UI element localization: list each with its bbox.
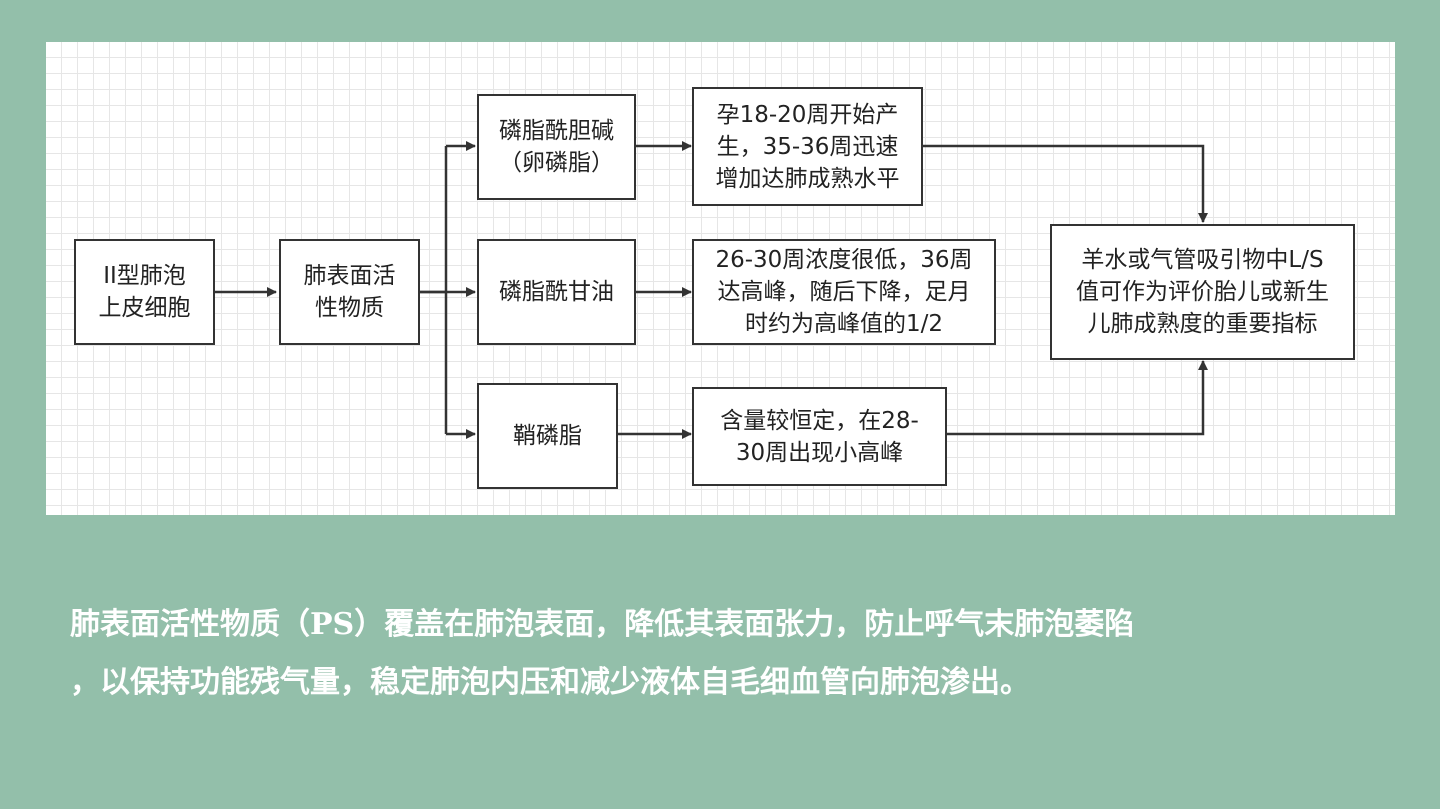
arrow-lecithin-desc-to-ratio <box>921 144 1208 223</box>
node-lecithin-description: 孕18-20周开始产 生，35-36周迅速 增加达肺成熟水平 <box>692 87 923 206</box>
node-type2-alveolar-cells-label: II型肺泡 上皮细胞 <box>98 263 191 321</box>
node-pg-description-label: 26-30周浓度很低，36周 达高峰，随后下降，足月 时约为高峰值的1/2 <box>715 247 973 337</box>
arrow-sph-desc-to-ratio <box>945 360 1208 436</box>
node-lecithin: 磷脂酰胆碱 （卵磷脂） <box>477 94 636 200</box>
node-phosphatidylglycerol-label: 磷脂酰甘油 <box>499 279 614 305</box>
node-pg-description: 26-30周浓度很低，36周 达高峰，随后下降，足月 时约为高峰值的1/2 <box>692 239 996 345</box>
flowchart-panel: II型肺泡 上皮细胞 肺表面活 性物质 磷脂酰胆碱 （卵磷脂） 磷脂酰甘油 鞘磷… <box>46 42 1395 515</box>
node-surfactant: 肺表面活 性物质 <box>279 239 420 345</box>
node-ls-ratio: 羊水或气管吸引物中L/S 值可作为评价胎儿或新生 儿肺成熟度的重要指标 <box>1050 224 1355 360</box>
node-sphingomyelin: 鞘磷脂 <box>477 383 618 489</box>
node-sphingomyelin-description: 含量较恒定，在28- 30周出现小高峰 <box>692 387 947 486</box>
node-lecithin-description-label: 孕18-20周开始产 生，35-36周迅速 增加达肺成熟水平 <box>715 101 900 192</box>
node-phosphatidylglycerol: 磷脂酰甘油 <box>477 239 636 345</box>
caption-text: 肺表面活性物质（PS）覆盖在肺泡表面，降低其表面张力，防止呼气末肺泡萎陷 ，以保… <box>70 607 1135 700</box>
node-sphingomyelin-label: 鞘磷脂 <box>513 423 582 449</box>
node-sphingomyelin-description-label: 含量较恒定，在28- 30周出现小高峰 <box>720 407 919 466</box>
node-type2-alveolar-cells: II型肺泡 上皮细胞 <box>74 239 215 345</box>
node-ls-ratio-label: 羊水或气管吸引物中L/S 值可作为评价胎儿或新生 儿肺成熟度的重要指标 <box>1076 247 1329 337</box>
connector-layer <box>214 141 1208 439</box>
node-surfactant-label: 肺表面活 性物质 <box>303 263 396 321</box>
node-lecithin-label: 磷脂酰胆碱 （卵磷脂） <box>499 118 614 176</box>
